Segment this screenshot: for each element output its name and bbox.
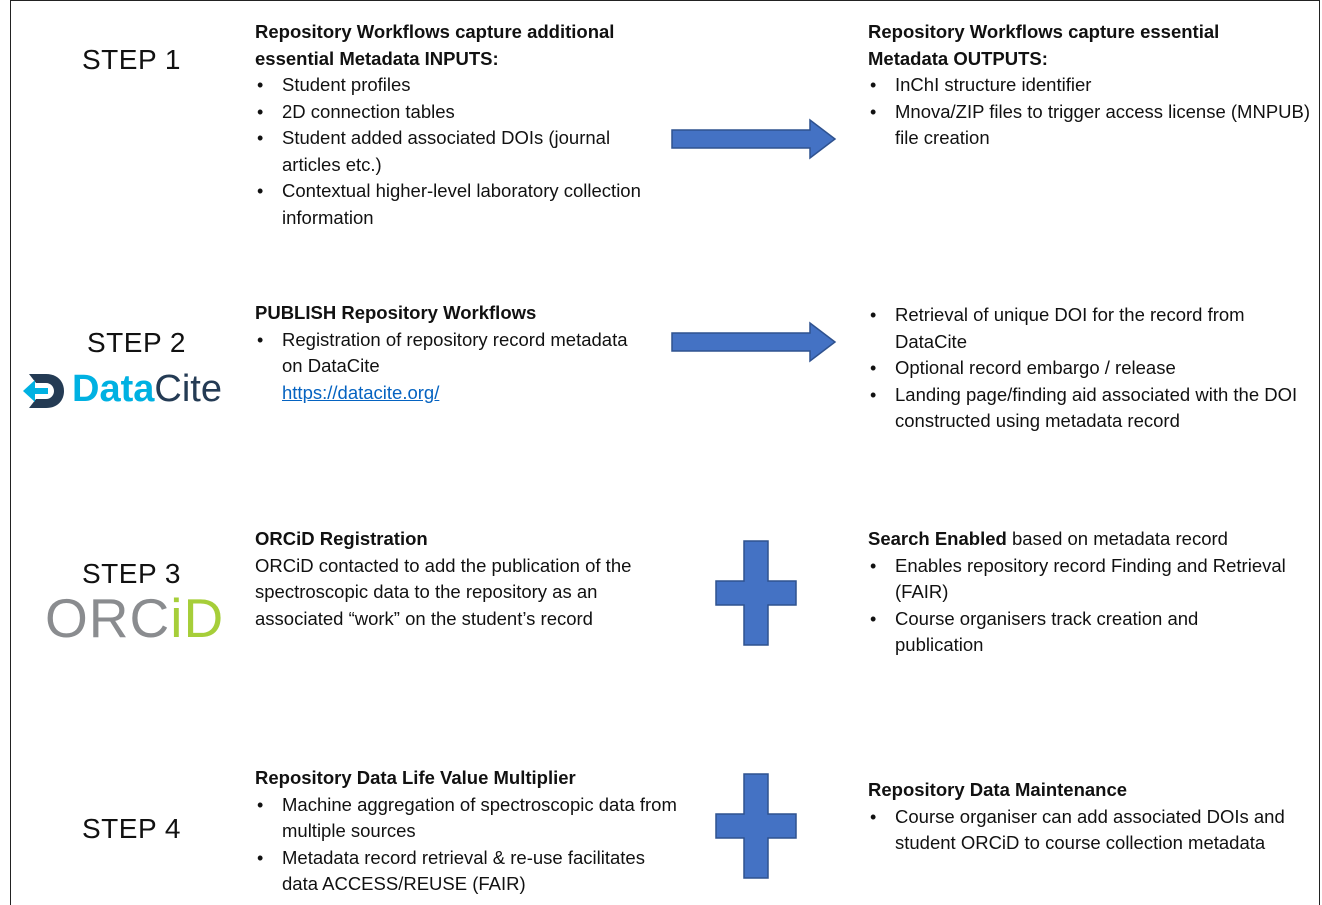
step-3-orcid-text: ORCiD contacted to add the publication o… (255, 554, 632, 629)
list-item: Course organisers track creation and pub… (868, 606, 1285, 659)
step-1-inputs: Repository Workflows capture additional … (255, 19, 675, 231)
list-item: Course organiser can add associated DOIs… (868, 804, 1315, 857)
list-item: Contextual higher-level laboratory colle… (255, 178, 642, 231)
list-item: Landing page/finding aid associated with… (868, 382, 1322, 435)
list-item: Registration of repository record metada… (255, 327, 632, 407)
step-3-search-title-rest: based on metadata record (1006, 528, 1228, 549)
step-3-search-list: Enables repository record Finding and Re… (868, 553, 1308, 659)
step-1-outputs-title-line-2: Metadata OUTPUTS: (868, 47, 1048, 69)
step-3-label: STEP 3 (82, 558, 181, 589)
step-3-search-title-bold: Search Enabled (868, 528, 1007, 549)
step-1-outputs-list: InChI structure identifier Mnova/ZIP fil… (868, 72, 1310, 152)
list-item: Optional record embargo / release (868, 355, 1318, 382)
list-item: Machine aggregation of spectroscopic dat… (255, 792, 677, 845)
step-4-maintenance-title: Repository Data Maintenance (868, 779, 1128, 800)
datacite-wordmark-data: Data (72, 368, 155, 410)
step-4-multiplier-list: Machine aggregation of spectroscopic dat… (255, 792, 677, 898)
step-4-maintenance: Repository Data Maintenance Course organ… (868, 777, 1308, 857)
step-4-multiplier-title: Repository Data Life Value Multiplier (255, 767, 576, 788)
step-1-label: STEP 1 (82, 44, 181, 75)
list-item: 2D connection tables (255, 99, 675, 126)
datacite-wordmark-cite: Cite (154, 368, 222, 410)
step-1-outputs-title-line-1: Repository Workflows capture essential (868, 21, 1220, 42)
list-item: Student added associated DOIs (journal a… (255, 125, 662, 178)
datacite-wordmark: DataCite (72, 365, 222, 413)
step-2-publish-title: PUBLISH Repository Workflows (255, 302, 537, 323)
step-3-search-title: Search Enabled based on metadata record (868, 526, 1308, 553)
step-3-orcid: ORCiD Registration ORCiD contacted to ad… (255, 526, 675, 632)
datacite-logo-icon (23, 374, 64, 408)
step-3-orcid-title: ORCiD Registration (255, 528, 428, 549)
step-3-plus-icon (715, 540, 797, 646)
step-1-outputs: Repository Workflows capture essential M… (868, 19, 1310, 152)
list-item: InChI structure identifier (868, 72, 1308, 99)
datacite-link[interactable]: https://datacite.org/ (282, 381, 440, 403)
step-2-label: STEP 2 (87, 327, 186, 358)
datacite-logo: DataCite (20, 365, 250, 415)
step-2-outcomes-list: Retrieval of unique DOI for the record f… (868, 302, 1318, 435)
step-2-arrow-icon (671, 321, 837, 363)
step-1-inputs-title: Repository Workflows capture additional … (255, 19, 675, 72)
step-4-label: STEP 4 (82, 813, 181, 844)
step-1-outputs-title: Repository Workflows capture essential M… (868, 19, 1308, 72)
step-4-maintenance-list: Course organiser can add associated DOIs… (868, 804, 1308, 857)
step-1-arrow-icon (671, 118, 837, 160)
step-3-search: Search Enabled based on metadata record … (868, 526, 1308, 659)
step-1-inputs-title-line-2: essential Metadata INPUTS: (255, 47, 499, 69)
step-1-inputs-list: Student profiles 2D connection tables St… (255, 72, 675, 231)
list-item: Student profiles (255, 72, 675, 99)
step-4-plus-icon (715, 773, 797, 879)
orcid-logo: ORCiD (45, 588, 235, 648)
list-item: Enables repository record Finding and Re… (868, 553, 1305, 606)
list-item: Mnova/ZIP files to trigger access licens… (868, 99, 1322, 152)
orcid-wordmark-orc: ORC (45, 587, 171, 649)
step-4-multiplier: Repository Data Life Value Multiplier Ma… (255, 765, 677, 898)
list-item: Retrieval of unique DOI for the record f… (868, 302, 1315, 355)
list-item-text: Registration of repository record metada… (282, 328, 628, 377)
step-2-outcomes: Retrieval of unique DOI for the record f… (868, 302, 1318, 435)
list-item: Metadata record retrieval & re-use facil… (255, 845, 672, 898)
step-1-inputs-title-line-1: Repository Workflows capture additional (255, 21, 615, 42)
diagram-frame (10, 0, 1320, 905)
orcid-wordmark-id: iD (170, 587, 225, 649)
step-2-publish-list: Registration of repository record metada… (255, 327, 655, 407)
step-2-publish: PUBLISH Repository Workflows Registratio… (255, 300, 655, 406)
